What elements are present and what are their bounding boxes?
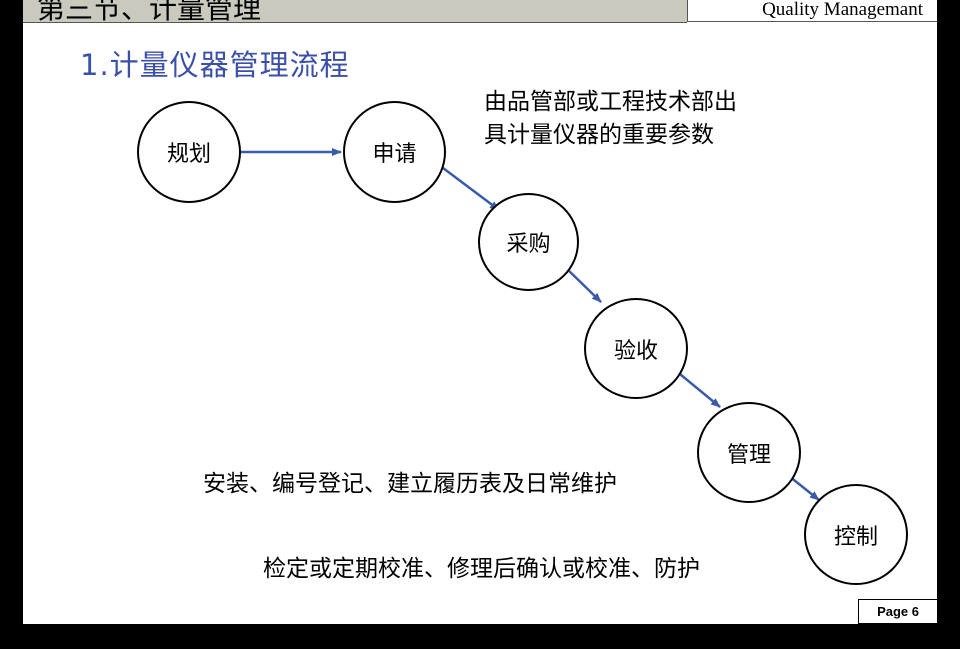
arrow-manage-to-control: [788, 475, 820, 501]
chapter-title: 第三节、计量管理: [37, 0, 262, 23]
step-plan-label: 规划: [166, 142, 211, 167]
arrow-purchase-to-accept: [565, 267, 602, 303]
section-title: 1.计量仪器管理流程: [80, 48, 350, 82]
flow-arrows: [237, 148, 820, 501]
step-purchase-label: 采购: [506, 232, 551, 257]
step-purchase-node: 采购: [478, 193, 579, 291]
control-note: 检定或定期校准、修理后确认或校准、防护: [263, 556, 700, 582]
apply-note-line-1: 由品管部或工程技术部出: [484, 89, 737, 115]
apply-note: 由品管部或工程技术部出 具计量仪器的重要参数: [484, 86, 737, 152]
chapter-header: 第三节、计量管理: [23, 0, 687, 23]
step-plan-node: 规划: [137, 101, 241, 203]
course-header: Quality Managemant: [687, 0, 937, 22]
manage-note: 安装、编号登记、建立履历表及日常维护: [203, 471, 617, 497]
step-apply-node: 申请: [343, 101, 446, 203]
page-number: Page 6: [858, 599, 937, 624]
step-control-node: 控制: [804, 484, 908, 585]
slide: 第三节、计量管理 Quality Managemant 1.计量仪器管理流程 由…: [23, 0, 937, 624]
arrow-apply-to-purchase: [442, 167, 500, 211]
step-accept-label: 验收: [613, 338, 658, 364]
apply-note-line-2: 具计量仪器的重要参数: [484, 122, 714, 148]
step-manage-node: 管理: [697, 402, 801, 503]
step-control-label: 控制: [833, 524, 878, 550]
step-manage-label: 管理: [726, 442, 771, 468]
arrow-accept-to-manage: [674, 369, 721, 408]
step-apply-label: 申请: [372, 142, 417, 167]
course-title: Quality Managemant: [762, 0, 923, 20]
step-accept-node: 验收: [584, 298, 688, 399]
